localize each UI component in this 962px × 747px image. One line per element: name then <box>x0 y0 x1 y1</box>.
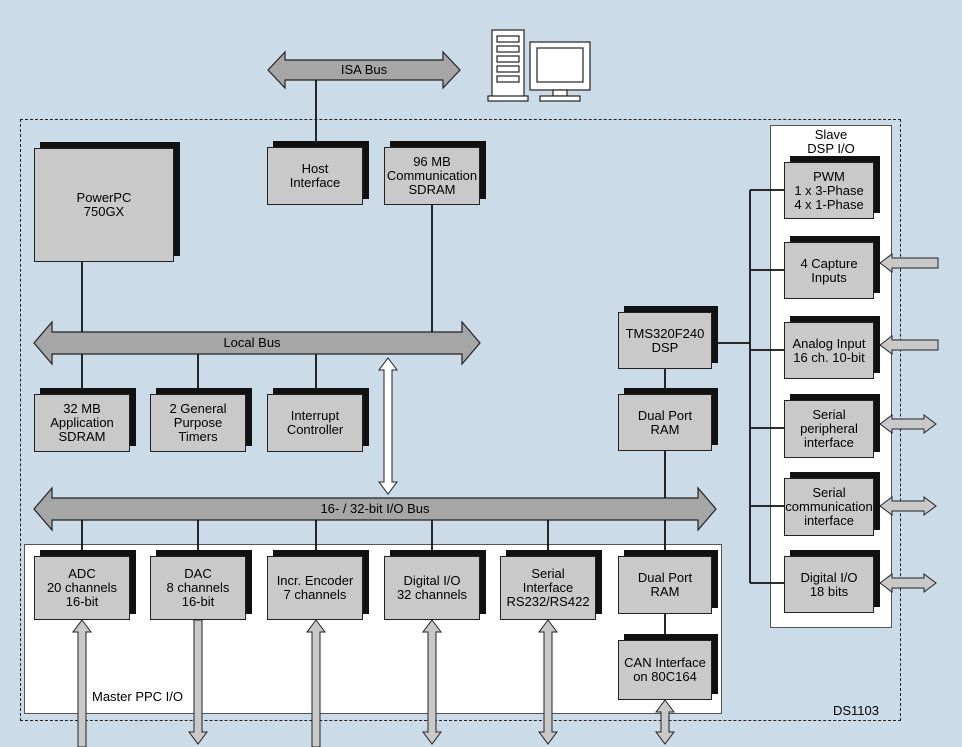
io-bus-arrow <box>33 486 717 532</box>
digital-io-arrow <box>422 619 442 745</box>
slave-io-title: Slave DSP I/O <box>807 127 855 156</box>
serial-peripheral-interface-block: Serial peripheral interface <box>784 400 874 458</box>
adc-block: ADC 20 channels 16-bit <box>34 556 130 620</box>
board-label: DS1103 <box>832 703 879 718</box>
serial-communication-interface-block: Serial communication interface <box>784 478 874 536</box>
monitor-icon <box>529 41 591 102</box>
capture-input-arrow <box>879 253 939 273</box>
dac-block: DAC 8 channels 16-bit <box>150 556 246 620</box>
analog-input-arrow <box>879 335 939 355</box>
dsp-block: TMS320F240 DSP <box>618 312 712 369</box>
adc-input-arrow <box>72 619 92 747</box>
isa-bus-label: ISA Bus <box>340 62 388 77</box>
interrupt-controller-block: Interrupt Controller <box>267 394 363 452</box>
encoder-input-arrow <box>306 619 326 747</box>
io-bus-label: 16- / 32-bit I/O Bus <box>320 501 430 516</box>
local-bus-arrow <box>33 320 481 366</box>
slave-digital-io-arrow <box>879 573 937 593</box>
host-interface-block: Host Interface <box>267 147 363 205</box>
dac-output-arrow <box>188 619 208 745</box>
can-io-arrow <box>655 699 675 745</box>
serial-io-arrow <box>538 619 558 745</box>
can-dual-port-ram-block: Dual Port RAM <box>618 556 712 614</box>
sci-io-arrow <box>879 496 937 516</box>
encoder-block: Incr. Encoder 7 channels <box>267 556 363 620</box>
timers-block: 2 General Purpose Timers <box>150 394 246 452</box>
serial-interface-block: Serial Interface RS232/RS422 <box>500 556 596 620</box>
master-io-label: Master PPC I/O <box>92 689 184 704</box>
local-bus-label: Local Bus <box>223 335 281 350</box>
communication-sdram-block: 96 MB Communication SDRAM <box>384 147 480 205</box>
pc-tower-icon <box>487 29 529 102</box>
spi-io-arrow <box>879 414 937 434</box>
slave-digital-io-block: Digital I/O 18 bits <box>784 556 874 613</box>
isa-bus-arrow <box>267 50 461 90</box>
analog-input-block: Analog Input 16 ch. 10-bit <box>784 322 874 379</box>
can-interface-block: CAN Interface on 80C164 <box>618 640 712 700</box>
digital-io-block: Digital I/O 32 channels <box>384 556 480 620</box>
bus-bridge-arrow <box>378 357 398 495</box>
pwm-block: PWM 1 x 3-Phase 4 x 1-Phase <box>784 162 874 219</box>
application-sdram-block: 32 MB Application SDRAM <box>34 394 130 452</box>
master-io-panel <box>24 544 722 714</box>
powerpc-block: PowerPC 750GX <box>34 148 174 262</box>
capture-inputs-block: 4 Capture Inputs <box>784 242 874 299</box>
dsp-dual-port-ram-block: Dual Port RAM <box>618 394 712 451</box>
